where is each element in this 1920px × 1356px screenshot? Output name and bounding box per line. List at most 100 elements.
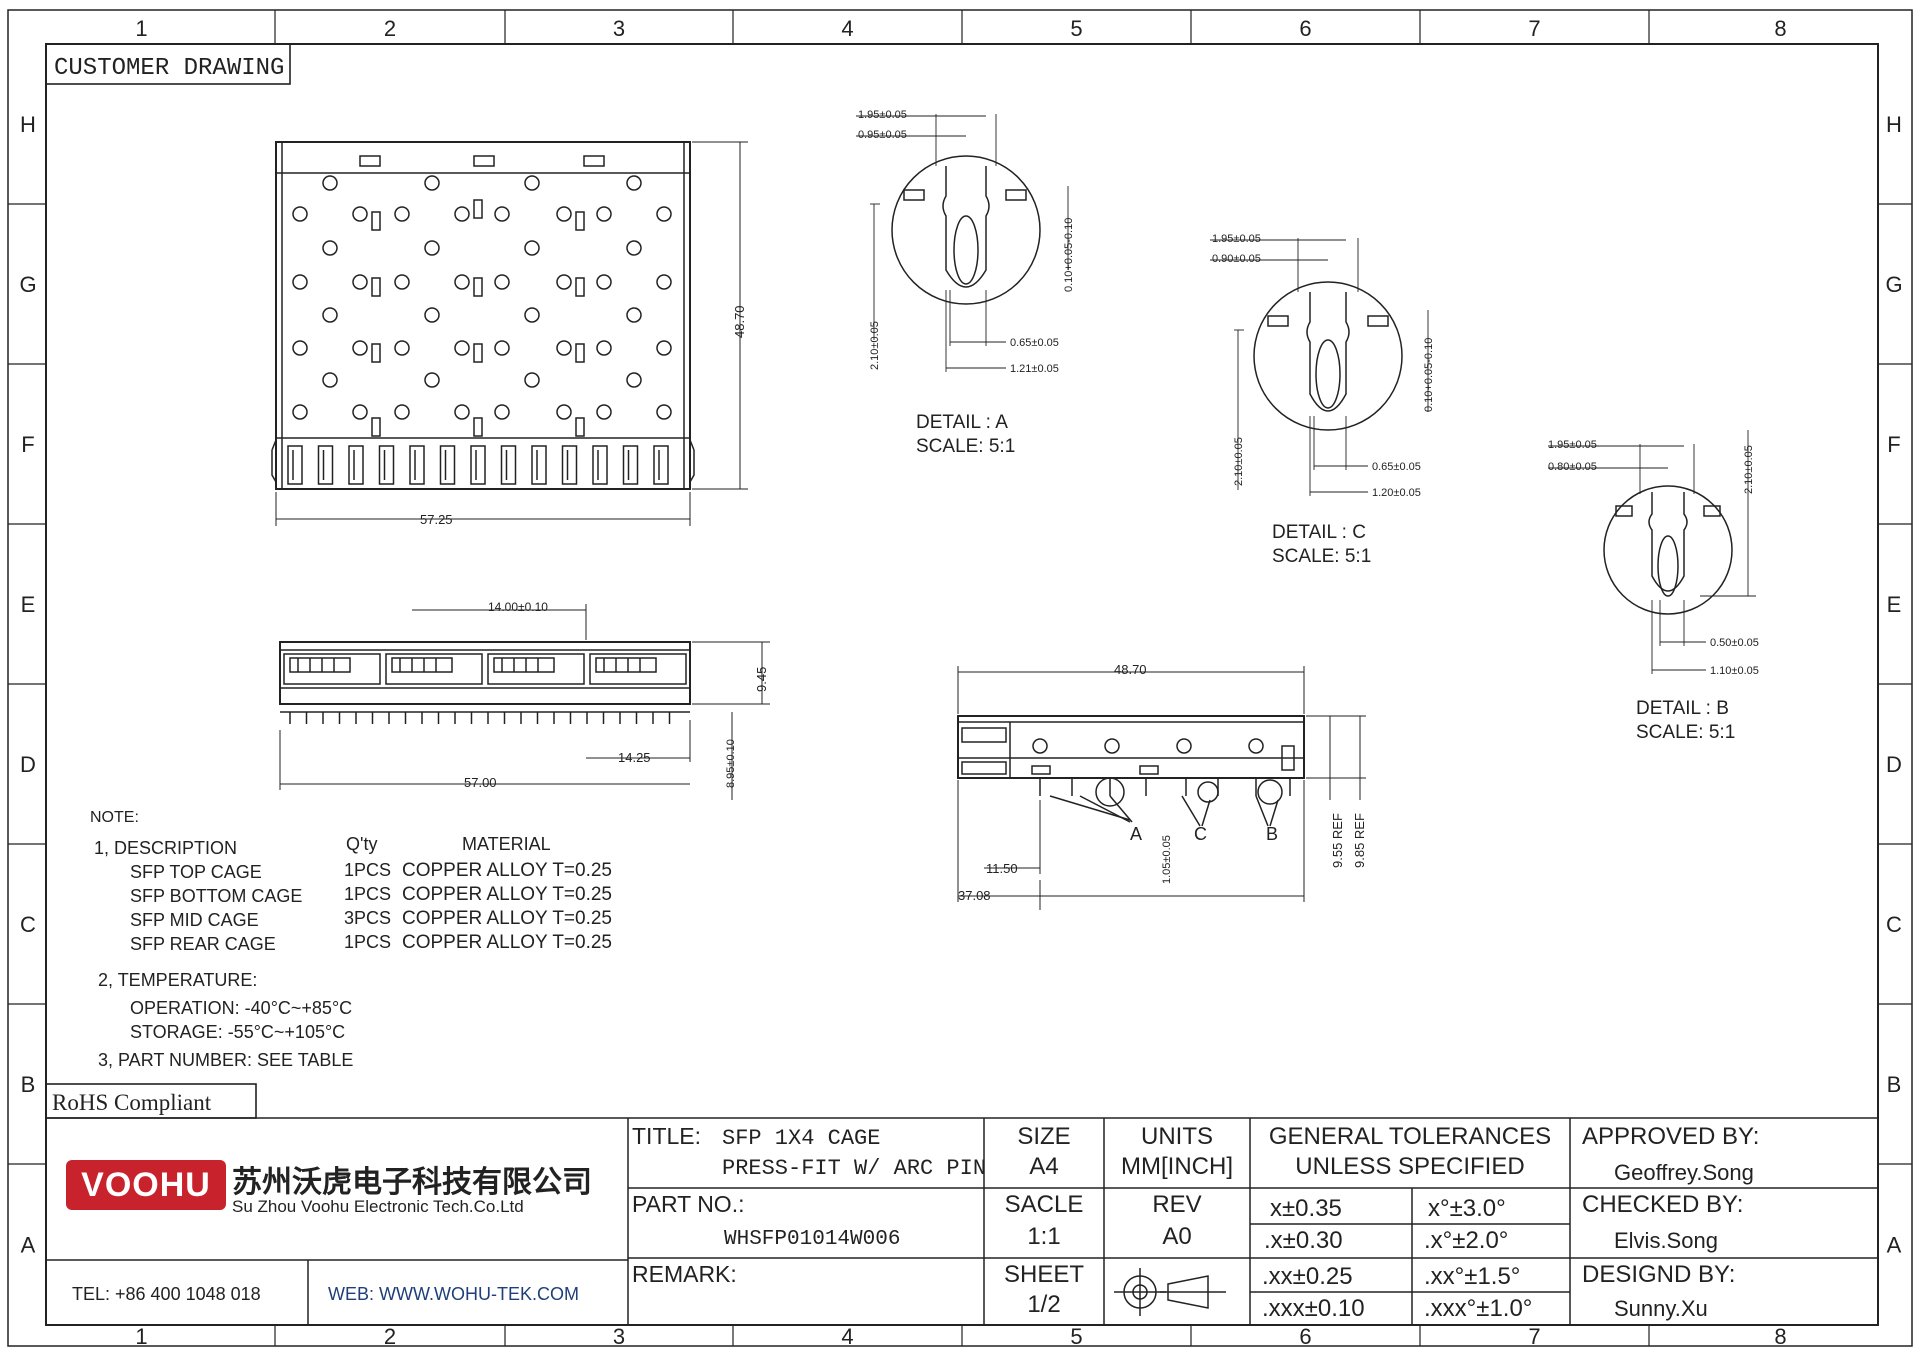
notes-material-header: MATERIAL (462, 834, 551, 854)
detail-a-title: DETAIL : A (916, 412, 1008, 433)
sheet-value: 1/2 (1027, 1291, 1060, 1318)
notes-qty-header: Q'ty (346, 834, 377, 854)
detail-c-dim-5: 0.65±0.05 (1372, 461, 1421, 473)
remark-label: REMARK: (632, 1261, 737, 1287)
company-name-cn: 苏州沃虎电子科技有限公司 (232, 1165, 592, 1200)
top-height-dim: 48.70 (732, 305, 747, 338)
detail-c-scale: SCALE: 5:1 (1272, 546, 1371, 567)
notes-material-3: COPPER ALLOY T=0.25 (402, 908, 612, 929)
zone-row-label: G (1885, 272, 1902, 297)
tol-linear-3: .xxx±0.10 (1262, 1295, 1365, 1322)
notes-part-3: SFP MID CAGE (130, 910, 259, 930)
detail-a (891, 155, 1041, 305)
side-ref1-dim: 9.55 REF (1330, 813, 1345, 868)
tolerance-header-2: UNLESS SPECIFIED (1295, 1153, 1524, 1180)
detail-a-dim-3: 0.10+0.05-0.10 (1063, 218, 1075, 292)
title-block-lines (46, 1117, 1878, 1325)
front-height-dim: 9.45 (754, 667, 769, 692)
notes-storage: STORAGE: -55°C~+105°C (130, 1022, 345, 1042)
zone-grid (8, 10, 1912, 1346)
detail-b-dims (1548, 430, 1756, 674)
title-line-1: SFP 1X4 CAGE (722, 1126, 880, 1151)
scale-label: SACLE (1005, 1191, 1084, 1218)
sheet-label: SHEET (1004, 1261, 1084, 1288)
detail-a-dim-2: 0.95±0.05 (858, 129, 907, 141)
voohu-logo: VOOHU (66, 1160, 226, 1210)
detail-c-dim-4: 2.10±0.05 (1233, 437, 1245, 486)
front-pitch-dim: 14.00±0.10 (488, 600, 548, 614)
projection-symbol-icon (1114, 1268, 1226, 1316)
front-port-dim: 14.25 (618, 750, 651, 765)
notes-material-2: COPPER ALLOY T=0.25 (402, 884, 612, 905)
zone-row-label: B (1887, 1072, 1902, 1097)
part-no-label: PART NO.: (632, 1191, 744, 1217)
zone-row-label: D (1886, 752, 1902, 777)
notes-part-2: SFP BOTTOM CAGE (130, 886, 302, 906)
callout-b: B (1266, 824, 1278, 844)
rohs-label: RoHS Compliant (52, 1090, 212, 1115)
rev-label: REV (1152, 1191, 1201, 1218)
zone-row-label: G (19, 272, 36, 297)
logo-text: VOOHU (81, 1166, 211, 1204)
callout-c: C (1194, 824, 1207, 844)
zone-column-label: 2 (384, 16, 396, 41)
company-name-en: Su Zhou Voohu Electronic Tech.Co.Ltd (232, 1197, 524, 1216)
checked-label: CHECKED BY: (1582, 1191, 1743, 1218)
zone-row-label: A (1887, 1233, 1902, 1258)
side-length-dim: 48.70 (1114, 662, 1147, 677)
detail-c-dim-2: 0.90±0.05 (1212, 253, 1261, 265)
detail-b-dim-1: 1.95±0.05 (1548, 439, 1597, 451)
zone-column-label: 2 (384, 1324, 396, 1349)
zone-column-label: 3 (613, 1324, 625, 1349)
detail-a-dims (856, 114, 1069, 372)
zone-column-label: 3 (613, 16, 625, 41)
zone-row-label: D (20, 752, 36, 777)
zone-column-label: 1 (135, 16, 147, 41)
detail-a-dim-5: 0.65±0.05 (1010, 337, 1059, 349)
side-depth-dim: 37.08 (958, 888, 991, 903)
detail-c-title: DETAIL : C (1272, 522, 1366, 543)
zone-row-label: A (21, 1233, 36, 1258)
detail-b-dim-2: 0.80±0.05 (1548, 461, 1597, 473)
tol-angular-3: .xxx°±1.0° (1424, 1295, 1532, 1322)
notes-material-4: COPPER ALLOY T=0.25 (402, 932, 612, 953)
detail-b (1603, 485, 1733, 615)
front-view-dims (279, 604, 770, 800)
tol-angular-1: .x°±2.0° (1424, 1227, 1508, 1254)
size-label: SIZE (1017, 1123, 1070, 1150)
notes-part-4: SFP REAR CAGE (130, 934, 276, 954)
top-view-dims (275, 141, 748, 526)
top-view (271, 141, 695, 490)
units-value: MM[INCH] (1121, 1153, 1233, 1180)
detail-a-dim-4: 2.10±0.05 (869, 321, 881, 370)
size-value: A4 (1029, 1153, 1058, 1180)
front-overall-dim: 57.00 (464, 775, 497, 790)
zone-column-label: 5 (1070, 16, 1082, 41)
zone-column-label: 1 (135, 1324, 147, 1349)
side-offset-dim: 11.50 (986, 861, 1018, 876)
header-label: CUSTOMER DRAWING (54, 55, 284, 82)
detail-c (1253, 281, 1403, 431)
zone-row-label: B (21, 1072, 36, 1097)
detail-c-dims (1210, 238, 1429, 496)
detail-c-dim-3: 0.10+0.05-0.10 (1423, 338, 1435, 412)
zone-column-label: 8 (1774, 1324, 1786, 1349)
detail-a-dim-1: 1.95±0.05 (858, 109, 907, 121)
notes-part-1: SFP TOP CAGE (130, 862, 262, 882)
designed-name: Sunny.Xu (1614, 1296, 1708, 1321)
zone-row-label: H (1886, 112, 1902, 137)
notes-heading: NOTE: (90, 809, 139, 826)
title-line-2: PRESS-FIT W/ ARC PIN (722, 1156, 986, 1181)
zone-row-label: E (1887, 592, 1902, 617)
zone-row-label: F (1887, 432, 1900, 457)
side-pin-dim: 1.05±0.05 (1161, 835, 1173, 884)
zone-row-label: C (1886, 912, 1902, 937)
zone-row-label: E (21, 592, 36, 617)
zone-column-label: 6 (1299, 16, 1311, 41)
zone-column-label: 4 (841, 1324, 853, 1349)
web-link[interactable]: WEB: WWW.WOHU-TEK.COM (328, 1284, 579, 1304)
detail-a-dim-6: 1.21±0.05 (1010, 363, 1059, 375)
detail-b-title: DETAIL : B (1636, 698, 1729, 719)
tol-angular-2: .xx°±1.5° (1424, 1263, 1520, 1290)
